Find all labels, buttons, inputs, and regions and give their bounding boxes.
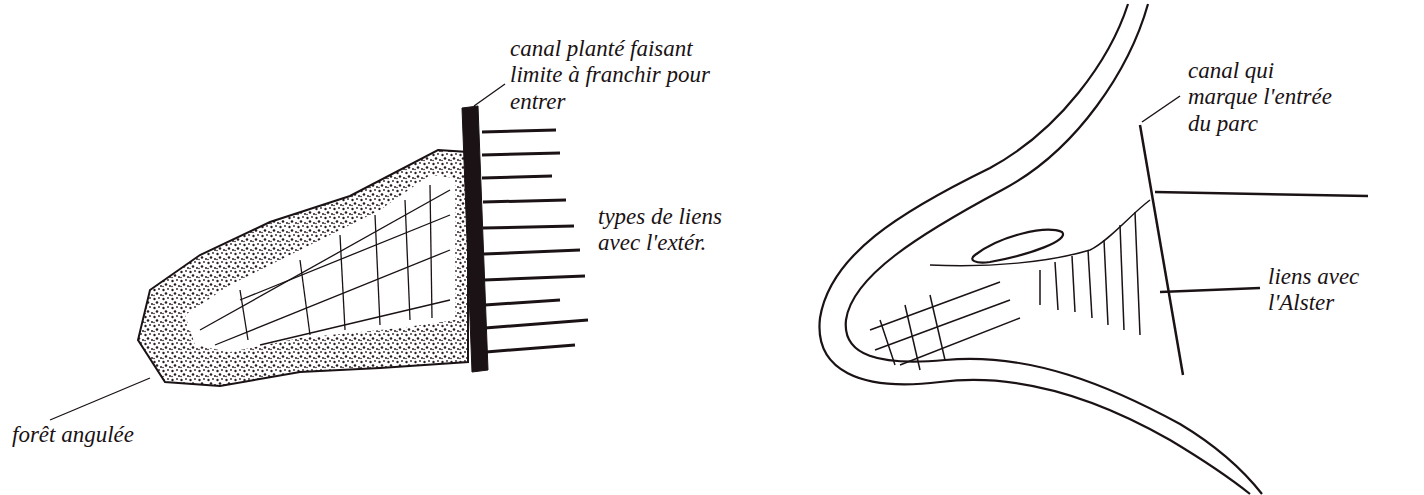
handwritten-label: types de liens avec l'extér. <box>598 204 738 257</box>
forest-sketch <box>50 84 588 420</box>
handwritten-label: canal qui marque l'entrée du parc <box>1188 58 1338 137</box>
park-sketch <box>819 4 1368 494</box>
handwritten-label: forêt angulée <box>12 422 212 448</box>
handwritten-label: canal planté faisant limite à franchir p… <box>510 36 745 115</box>
handwritten-label: liens avec l'Alster <box>1268 264 1413 317</box>
